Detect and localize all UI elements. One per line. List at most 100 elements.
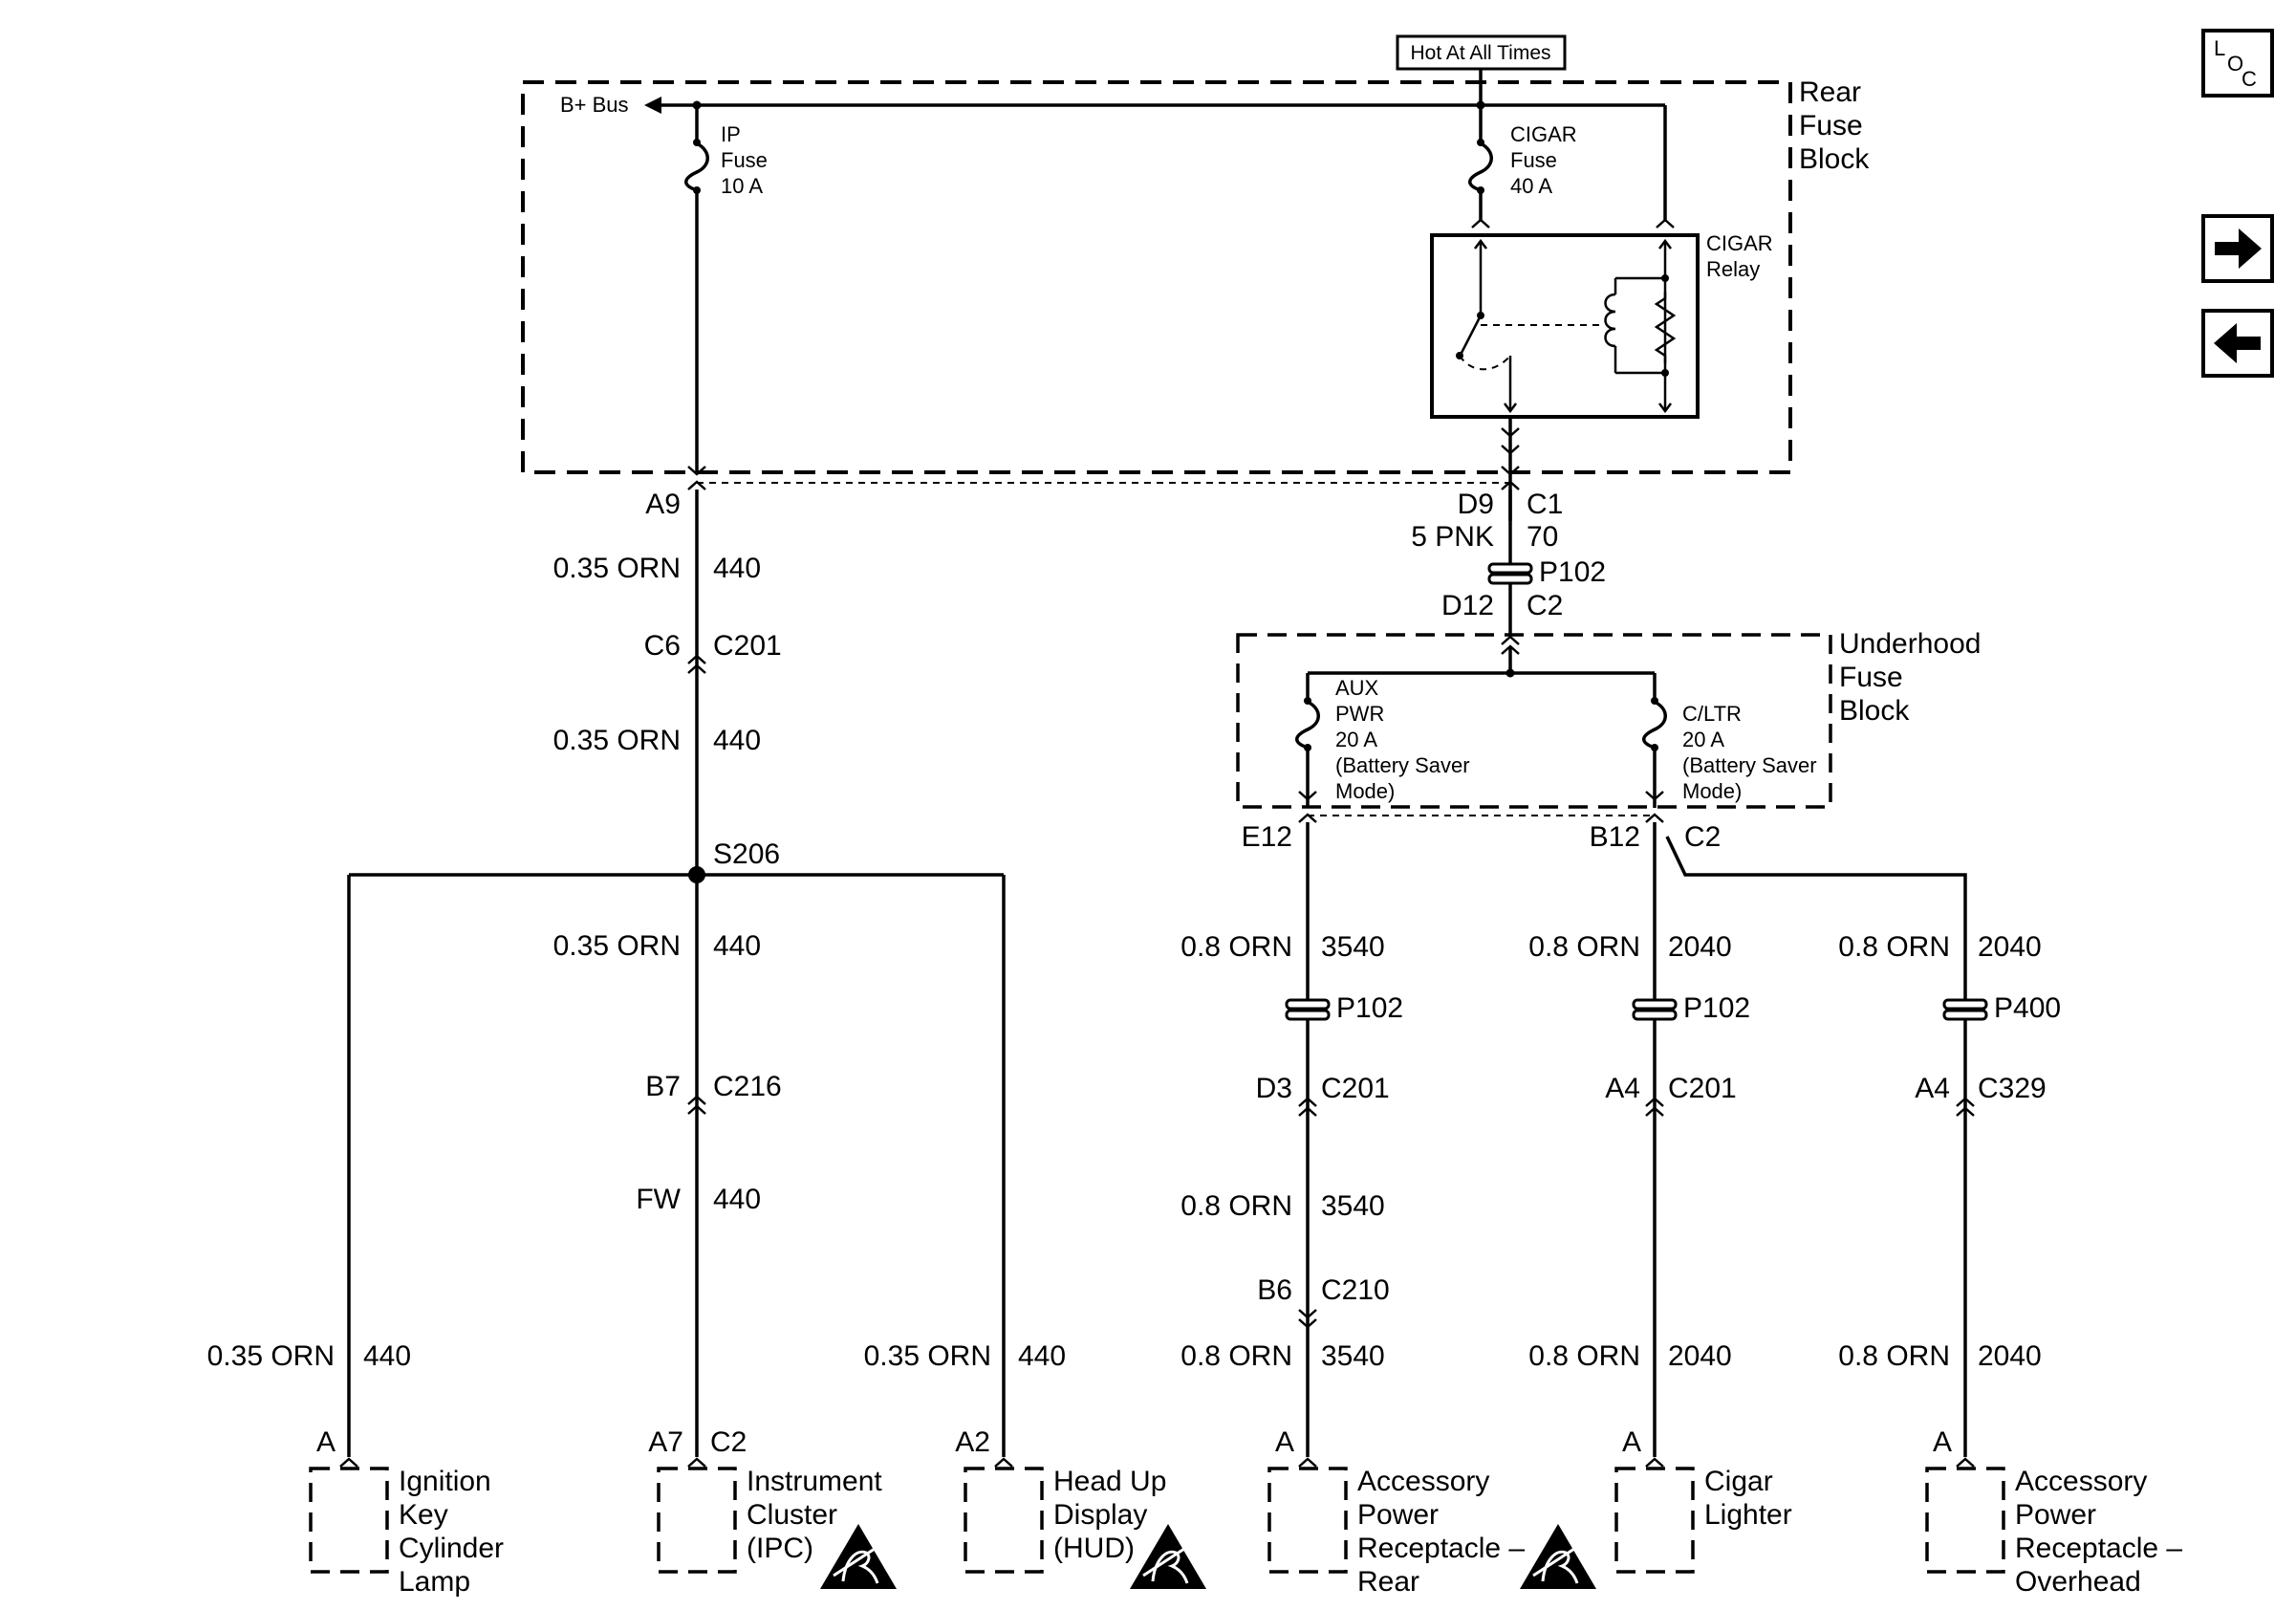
component-name-line: (HUD)	[1053, 1533, 1135, 1564]
component-box	[657, 1467, 737, 1574]
esd-warning-icon	[1520, 1524, 1596, 1589]
aux-wire1-circuit: 3540	[1321, 931, 1385, 963]
ovh-wire2-circuit: 2040	[1978, 1340, 2042, 1372]
pin-a9-label: A9	[645, 489, 681, 520]
component-box	[1267, 1467, 1348, 1574]
cigar-fuse-label-3: 40 A	[1510, 174, 1552, 198]
aux-c201-name: C201	[1321, 1073, 1390, 1104]
aux-fuse-label-5: Mode)	[1335, 779, 1395, 803]
component-name-line: Cigar	[1704, 1466, 1773, 1497]
cltr-c201-pin: A4	[1605, 1073, 1640, 1104]
next-page-button[interactable]	[2201, 214, 2274, 283]
cltr-wire2-gauge: 0.8 ORN	[1528, 1340, 1640, 1372]
cltr-c201-name: C201	[1668, 1073, 1737, 1104]
component-name-line: Cluster	[747, 1499, 837, 1531]
ovh-c329-pin: A4	[1915, 1073, 1950, 1104]
underhood-label-3: Block	[1839, 695, 1910, 727]
ovh-p400-connector	[1942, 998, 1988, 1021]
pin-e12-label: E12	[1242, 821, 1292, 853]
left-wire1-circuit: 440	[713, 553, 761, 584]
ovh-c329-name: C329	[1978, 1073, 2047, 1104]
aux-fuse-label-4: (Battery Saver	[1335, 753, 1470, 777]
component-name-line: Rear	[1357, 1566, 1419, 1598]
cltr-fuse-label-1: C/LTR	[1682, 702, 1742, 726]
loc-button[interactable]: L O C	[2201, 29, 2274, 98]
left-wire4-circuit: 440	[713, 1184, 761, 1215]
component-pin-label: A7	[648, 1426, 683, 1458]
left-wire1-gauge: 0.35 ORN	[553, 553, 681, 584]
cigar-fuse-label-1: CIGAR	[1510, 122, 1577, 146]
ovh-p400-label: P400	[1994, 992, 2061, 1024]
pin-c1-label: C1	[1527, 489, 1563, 520]
cltr-fuse	[1642, 673, 1667, 808]
cltr-p102-connector	[1632, 998, 1678, 1021]
feed-p102-label: P102	[1539, 556, 1606, 588]
hud-wire-gauge: 0.35 ORN	[864, 1340, 991, 1372]
left-wire2-gauge: 0.35 ORN	[553, 725, 681, 756]
ovh-wire1-circuit: 2040	[1978, 931, 2042, 963]
ip-fuse	[684, 105, 709, 472]
aux-wire1-gauge: 0.8 ORN	[1180, 931, 1292, 963]
ignition-wire-circuit: 440	[363, 1340, 411, 1372]
cltr-fuse-label-2: 20 A	[1682, 728, 1724, 751]
component-pin-label: A	[1275, 1426, 1294, 1458]
hot-at-all-times-label: Hot At All Times	[1396, 34, 1567, 71]
underhood-label-2: Fuse	[1839, 662, 1903, 693]
aux-wire2-circuit: 3540	[1321, 1190, 1385, 1222]
left-c216-pin: B7	[645, 1071, 681, 1102]
component-pin-label: A2	[955, 1426, 990, 1458]
component-name-line: Instrument	[747, 1466, 882, 1497]
aux-pwr-fuse	[1295, 673, 1320, 808]
aux-c201-pin: D3	[1256, 1073, 1292, 1104]
component-connector-label: C2	[710, 1426, 747, 1458]
component-pin-label: A	[316, 1426, 336, 1458]
component-name-line: Display	[1053, 1499, 1147, 1531]
cigar-relay	[1430, 233, 1700, 419]
component-name-line: Receptacle –	[2015, 1533, 2182, 1564]
ip-fuse-label-3: 10 A	[721, 174, 763, 198]
component-name-line: Lamp	[399, 1566, 470, 1598]
rear-fuse-block-label-2: Fuse	[1799, 110, 1863, 141]
component-name-line: Key	[399, 1499, 448, 1531]
cltr-wire2-circuit: 2040	[1668, 1340, 1732, 1372]
component-name-line: Overhead	[2015, 1566, 2141, 1598]
cltr-fuse-label-4: Mode)	[1682, 779, 1742, 803]
arrow-left-icon	[2214, 323, 2261, 363]
aux-fuse-label-3: 20 A	[1335, 728, 1377, 751]
aux-wire2-gauge: 0.8 ORN	[1180, 1190, 1292, 1222]
loc-letter-c: C	[2242, 67, 2257, 91]
cigar-relay-label-2: Relay	[1706, 257, 1760, 281]
component-name-line: Cylinder	[399, 1533, 504, 1564]
left-wire2-circuit: 440	[713, 725, 761, 756]
left-wire4-gauge: FW	[636, 1184, 681, 1215]
hot-label-text: Hot At All Times	[1410, 42, 1550, 64]
ignition-wire-gauge: 0.35 ORN	[207, 1340, 335, 1372]
left-c216-name: C216	[713, 1071, 782, 1102]
left-c201-name: C201	[713, 630, 782, 662]
arrow-right-icon	[2215, 228, 2262, 269]
ovh-wire1-gauge: 0.8 ORN	[1838, 931, 1950, 963]
component-name-line: Ignition	[399, 1466, 491, 1497]
left-c201-pin: C6	[644, 630, 681, 662]
pin-d12-label: D12	[1441, 590, 1494, 621]
component-box	[1614, 1467, 1695, 1574]
bplus-bus-label: B+ Bus	[560, 93, 629, 117]
aux-c210-name: C210	[1321, 1274, 1390, 1306]
pin-b12-label: B12	[1590, 821, 1640, 853]
left-wire3-circuit: 440	[713, 930, 761, 962]
previous-page-button[interactable]	[2201, 309, 2274, 378]
component-name-line: Lighter	[1704, 1499, 1792, 1531]
aux-p102-label: P102	[1336, 992, 1403, 1024]
component-name-line: (IPC)	[747, 1533, 813, 1564]
aux-wire3-gauge: 0.8 ORN	[1180, 1340, 1292, 1372]
loc-letter-o: O	[2227, 52, 2243, 76]
loc-letter-l: L	[2214, 36, 2225, 60]
component-name-line: Power	[2015, 1499, 2096, 1531]
ip-fuse-label-1: IP	[721, 122, 741, 146]
component-name-line: Receptacle –	[1357, 1533, 1525, 1564]
